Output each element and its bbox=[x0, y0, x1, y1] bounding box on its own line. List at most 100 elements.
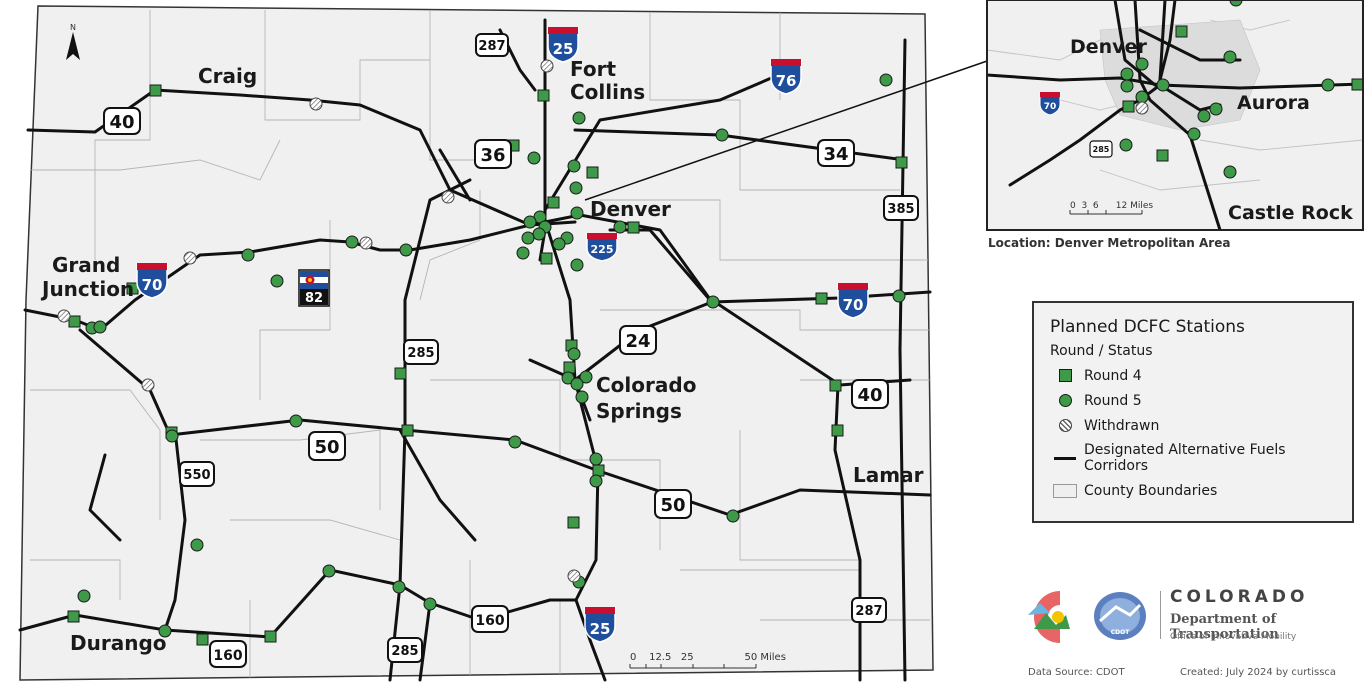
station-r4 bbox=[592, 464, 605, 477]
station-r4 bbox=[567, 516, 580, 529]
city-collins: Collins bbox=[570, 80, 645, 104]
station-r5 bbox=[93, 320, 107, 334]
city-denver: Denver bbox=[590, 197, 671, 221]
station-r5 bbox=[706, 295, 720, 309]
station-r5 bbox=[1321, 78, 1335, 92]
station-r4 bbox=[1175, 25, 1188, 38]
us287-south-shield: 287 bbox=[855, 604, 882, 619]
station-r4 bbox=[401, 424, 414, 437]
station-r5 bbox=[523, 215, 537, 229]
station-r5 bbox=[399, 243, 413, 257]
svg-text:0 3 6 12 Miles: 0 3 6 12 Miles bbox=[1070, 201, 1153, 211]
station-r4 bbox=[895, 156, 908, 169]
us50-west-shield: 50 bbox=[314, 437, 339, 458]
circle-icon bbox=[1050, 394, 1080, 407]
station-r5 bbox=[1156, 78, 1170, 92]
inset-i70-shield: 70 bbox=[1044, 102, 1057, 112]
i70-west-shield: 70 bbox=[142, 276, 163, 294]
legend-title: Planned DCFC Stations bbox=[1050, 317, 1245, 337]
station-r4 bbox=[196, 633, 209, 646]
map-scale-bar: 0 12.5 25 50 Miles bbox=[629, 652, 786, 669]
station-r5 bbox=[1135, 90, 1149, 104]
north-arrow-icon: N bbox=[66, 23, 80, 60]
us160-east-shield: 160 bbox=[475, 613, 504, 629]
station-r4 bbox=[394, 367, 407, 380]
inset-label-castle-rock: Castle Rock bbox=[1228, 202, 1353, 224]
station-r4 bbox=[67, 610, 80, 623]
station-r5 bbox=[589, 452, 603, 466]
line-icon bbox=[1050, 456, 1080, 460]
cdot-department: Department of Transportation bbox=[1170, 612, 1279, 642]
station-r5 bbox=[879, 73, 893, 87]
us50-east-shield: 50 bbox=[660, 495, 685, 516]
station-withdrawn bbox=[441, 190, 455, 204]
legend-item-corridors: Designated Alternative Fuels Corridors bbox=[1050, 438, 1336, 478]
i25-south-shield: 25 bbox=[590, 620, 611, 638]
station-r5 bbox=[270, 274, 284, 288]
station-r5 bbox=[521, 231, 535, 245]
cdot-wordmark: COLORADO bbox=[1170, 587, 1309, 607]
county-swatch-icon bbox=[1050, 483, 1080, 498]
colorado-c-logo-icon: CDOT bbox=[1028, 591, 1146, 643]
station-r5 bbox=[1223, 165, 1237, 179]
station-r5 bbox=[1223, 50, 1237, 64]
station-r5 bbox=[190, 538, 204, 552]
station-r5 bbox=[508, 435, 522, 449]
inset-caption: Location: Denver Metropolitan Area bbox=[988, 236, 1231, 250]
city-colorado: Colorado bbox=[596, 373, 696, 397]
station-r5 bbox=[1135, 57, 1149, 71]
station-r5 bbox=[289, 414, 303, 428]
station-r5 bbox=[567, 159, 581, 173]
us24-shield: 24 bbox=[625, 331, 650, 352]
us160-west-shield: 160 bbox=[213, 648, 242, 664]
station-r5 bbox=[1197, 109, 1211, 123]
station-r4 bbox=[264, 630, 277, 643]
station-r5 bbox=[165, 429, 179, 443]
station-r5 bbox=[569, 181, 583, 195]
city-fort: Fort bbox=[570, 57, 616, 81]
station-r4 bbox=[563, 361, 576, 374]
hatched-circle-icon bbox=[1050, 419, 1080, 432]
station-r5 bbox=[532, 227, 546, 241]
square-icon bbox=[1050, 369, 1080, 382]
station-withdrawn bbox=[359, 236, 373, 250]
svg-text:N: N bbox=[70, 23, 76, 32]
station-r4 bbox=[815, 292, 828, 305]
station-r5 bbox=[392, 580, 406, 594]
inset-scale-bar: 0 3 6 12 Miles bbox=[1069, 201, 1153, 215]
station-r4 bbox=[829, 379, 842, 392]
us-route-shields: 287 40 36 34 385 285 24 40 50 550 50 160… bbox=[103, 33, 919, 668]
us385-shield: 385 bbox=[887, 202, 914, 217]
us550-shield: 550 bbox=[183, 468, 210, 483]
station-r4 bbox=[831, 424, 844, 437]
station-withdrawn bbox=[57, 309, 71, 323]
station-r4 bbox=[149, 84, 162, 97]
station-r4 bbox=[68, 315, 81, 328]
city-labels: Craig Fort Collins Denver Grand Junction… bbox=[40, 57, 924, 655]
legend-item-county: County Boundaries bbox=[1050, 478, 1336, 503]
station-r5 bbox=[570, 258, 584, 272]
us40-east-shield: 40 bbox=[857, 385, 882, 406]
station-r5 bbox=[345, 235, 359, 249]
city-junction: Junction bbox=[40, 277, 134, 301]
station-r5 bbox=[570, 206, 584, 220]
city-lamar: Lamar bbox=[853, 463, 924, 487]
us285-north-shield: 285 bbox=[407, 346, 434, 361]
station-r5 bbox=[570, 377, 584, 391]
station-r5 bbox=[575, 390, 589, 404]
inset-us285-shield: 285 bbox=[1093, 145, 1110, 154]
cdot-logo: CDOT COLORADO Department of Transportati… bbox=[1020, 585, 1360, 645]
station-r5 bbox=[322, 564, 336, 578]
legend-subtitle: Round / Status bbox=[1050, 343, 1153, 359]
us40-west-shield: 40 bbox=[109, 112, 134, 133]
city-craig: Craig bbox=[198, 64, 257, 88]
station-r5 bbox=[1119, 138, 1133, 152]
legend: Planned DCFC Stations Round / Status Rou… bbox=[1032, 301, 1354, 523]
svg-text:82: 82 bbox=[305, 291, 323, 306]
interstate-shields: 25 76 70 70 225 25 bbox=[136, 27, 869, 643]
station-r5 bbox=[726, 509, 740, 523]
station-r4 bbox=[1122, 100, 1135, 113]
station-r5 bbox=[1187, 127, 1201, 141]
inset-label-aurora: Aurora bbox=[1237, 92, 1310, 114]
